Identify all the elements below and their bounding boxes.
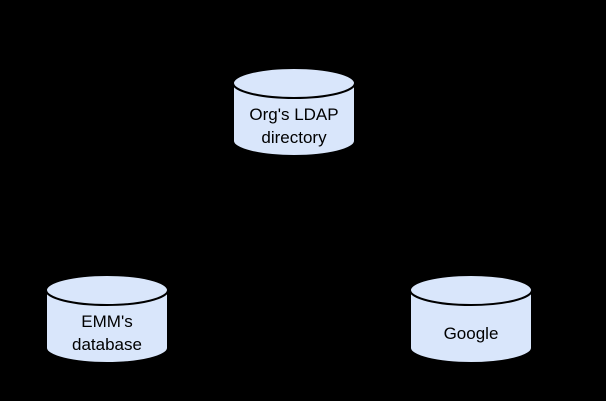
node-label: EMM's database — [45, 304, 169, 362]
node-google: Google — [409, 274, 533, 364]
cylinder-body — [232, 82, 356, 157]
node-label-line: database — [72, 335, 142, 354]
node-label-line: EMM's — [81, 312, 133, 331]
node-emm-database: EMM's database — [45, 274, 169, 364]
cylinder-top — [409, 274, 533, 306]
cylinder-body — [409, 289, 533, 364]
node-label: Google — [409, 304, 533, 362]
database-cylinder-icon — [409, 274, 533, 364]
cylinder-top — [232, 67, 356, 99]
database-cylinder-icon — [45, 274, 169, 364]
node-ldap-directory: Org's LDAP directory — [232, 67, 356, 157]
cylinder-body — [45, 289, 169, 364]
node-label-line: Google — [443, 323, 499, 343]
node-label-line: Org's LDAP — [249, 105, 339, 124]
node-label: Org's LDAP directory — [232, 97, 356, 155]
cylinder-top — [45, 274, 169, 306]
database-cylinder-icon — [232, 67, 356, 157]
node-label-line: directory — [261, 128, 327, 147]
